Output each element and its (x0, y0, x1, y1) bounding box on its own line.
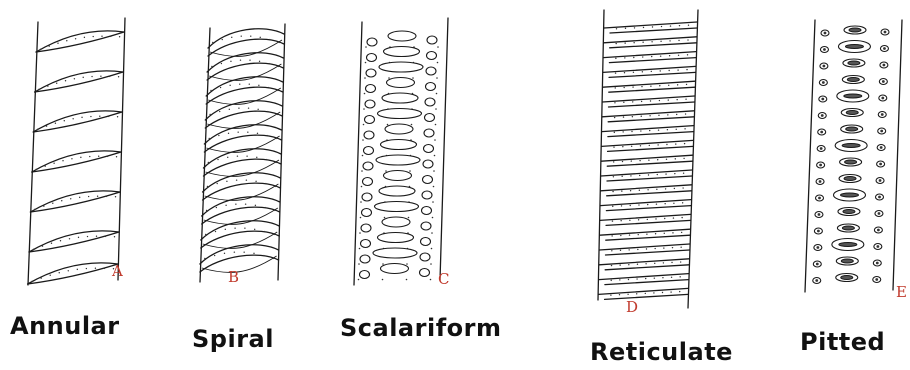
title-pitted: Pitted (800, 328, 885, 356)
panel-letter-e: E (896, 283, 907, 301)
title-spiral: Spiral (192, 325, 274, 353)
title-scalariform: Scalariform (340, 314, 501, 342)
title-annular: Annular (10, 312, 120, 340)
panel-letter-d: D (626, 298, 638, 316)
panel-letter-a: A (112, 262, 123, 280)
panel-letter-c: C (438, 270, 449, 288)
title-reticulate: Reticulate (590, 338, 733, 366)
panel-letter-b: B (228, 268, 239, 286)
